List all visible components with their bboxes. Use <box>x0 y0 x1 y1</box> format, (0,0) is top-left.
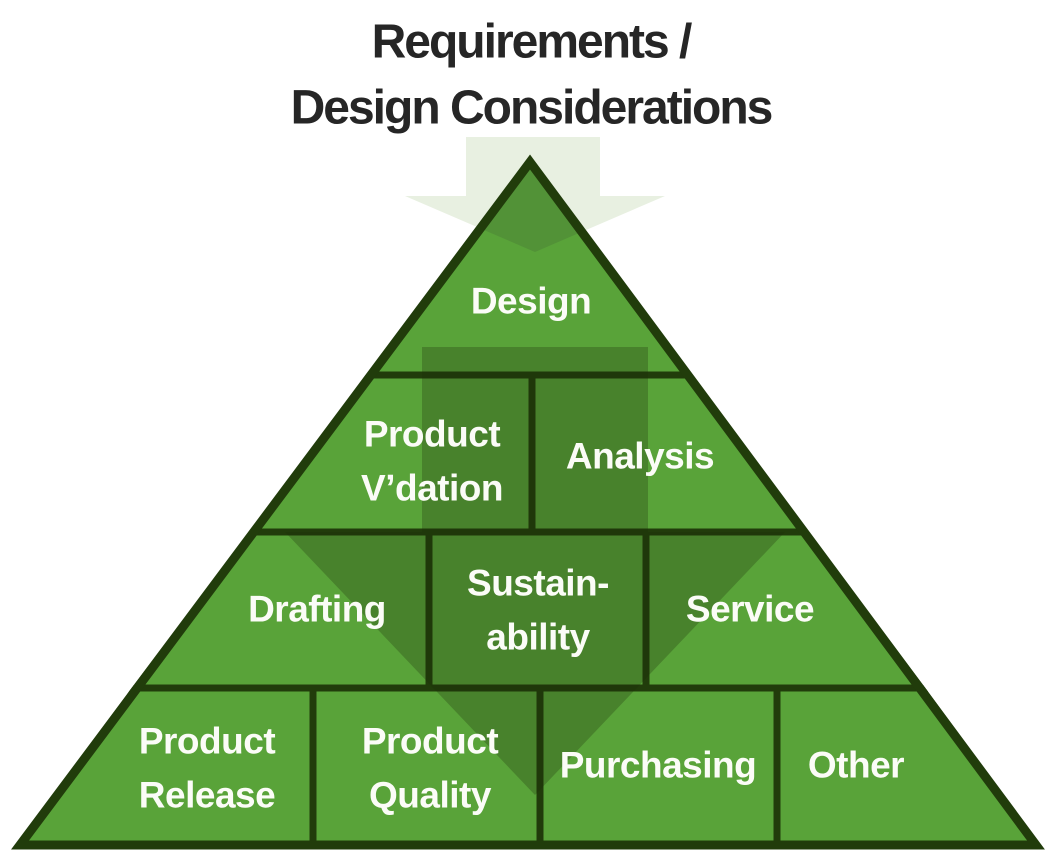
cell-product-vdation-label-line1: Product <box>364 414 500 455</box>
cell-product-vdation-label-line2: V’dation <box>361 468 503 509</box>
cell-sustainability-label-line2: ability <box>486 617 590 658</box>
cell-purchasing-label: Purchasing <box>560 745 757 786</box>
title-line-1: Requirements / <box>372 16 692 69</box>
cell-product-quality-label-line2: Quality <box>369 775 492 816</box>
cell-drafting-label: Drafting <box>248 589 386 630</box>
cell-product-release-label-line2: Release <box>139 775 275 816</box>
cell-product-release-label-line1: Product <box>139 721 275 762</box>
cell-sustainability-label-line1: Sustain- <box>467 563 609 604</box>
diagram-title: Requirements / Design Considerations <box>291 16 774 135</box>
cell-other-label: Other <box>808 745 904 786</box>
cell-service-label: Service <box>686 589 814 630</box>
pyramid-outline <box>11 154 1045 850</box>
cell-design-label: Design <box>471 281 591 322</box>
cell-labels: Design Product V’dation Analysis Draftin… <box>139 281 905 816</box>
overlay-down-arrow-icon <box>285 347 785 795</box>
cell-analysis-label: Analysis <box>566 436 714 477</box>
pyramid-cells <box>13 156 1043 849</box>
title-line-2: Design Considerations <box>291 82 772 135</box>
cell-product-quality-label-line1: Product <box>362 721 498 762</box>
